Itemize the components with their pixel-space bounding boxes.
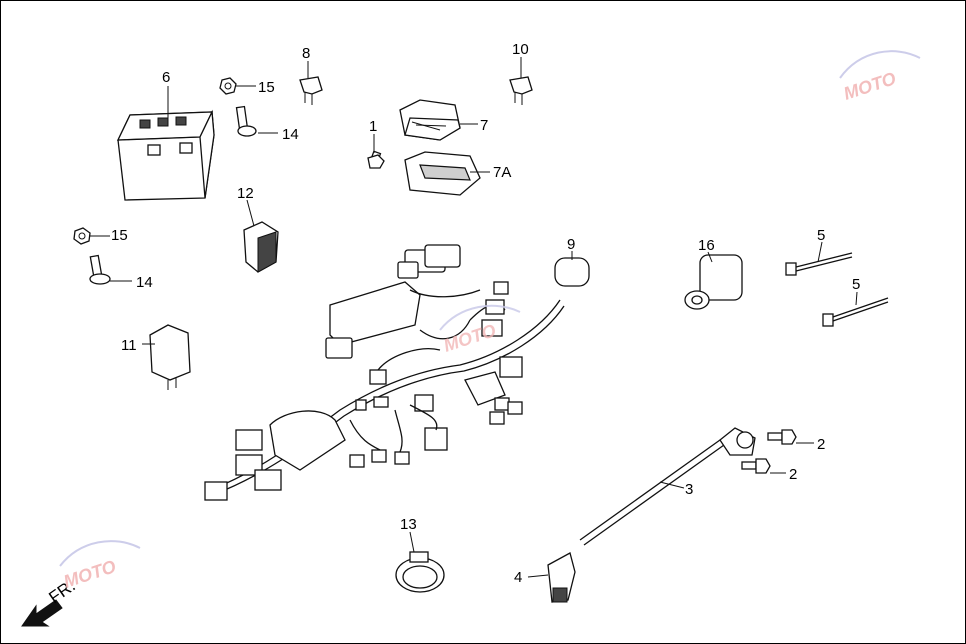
watermark-text-center: MOTO: [441, 320, 498, 356]
battery: [116, 109, 215, 201]
spark-plug-lead-3: [579, 427, 756, 546]
callout-2-upper: 2: [817, 436, 825, 453]
nut-top: [219, 77, 237, 95]
callout-6: 6: [162, 69, 170, 86]
callout-12: 12: [237, 185, 254, 202]
bolt-left: [89, 254, 111, 285]
callout-7a: 7A: [493, 164, 511, 181]
flasher-11: [149, 324, 191, 390]
starter-relay-12: [243, 221, 279, 273]
callout-11: 11: [121, 337, 137, 354]
callout-5-lower: 5: [852, 276, 860, 293]
leader-lines: [89, 57, 858, 578]
callout-2-lower: 2: [789, 466, 797, 483]
bolt-top: [235, 105, 257, 137]
cable-tie-lower: [822, 297, 889, 327]
watermark-text-top-right: MOTO: [841, 68, 898, 104]
callout-14-top: 14: [282, 126, 299, 143]
plug-cap-4: [547, 552, 576, 603]
regulator-7: [399, 99, 461, 141]
callout-7: 7: [480, 117, 488, 134]
relay-8: [299, 76, 323, 105]
cable-tie-upper: [785, 252, 853, 276]
callout-16: 16: [698, 237, 715, 254]
regulator-7a: [404, 151, 481, 196]
watermark-logo-center: MOTO: [439, 304, 521, 356]
watermark-logo-top-right: MOTO: [839, 50, 921, 104]
watermark-logo-bottom-left: MOTO: [59, 540, 141, 592]
hose-clamp-13: [395, 551, 445, 593]
callout-1: 1: [369, 118, 377, 135]
callout-4: 4: [514, 569, 522, 586]
callout-14-left: 14: [136, 274, 153, 291]
callout-5-upper: 5: [817, 227, 825, 244]
bolt-2-upper: [767, 429, 797, 445]
callout-3: 3: [685, 481, 693, 498]
bolt-2-lower: [741, 458, 771, 474]
wiring-harness-9: [204, 244, 590, 501]
callout-10: 10: [512, 41, 529, 58]
callout-15-top: 15: [258, 79, 275, 96]
bolt-1: [367, 150, 385, 169]
relay-10: [509, 76, 533, 105]
callout-9: 9: [567, 236, 575, 253]
callout-8: 8: [302, 45, 310, 62]
callout-15-left: 15: [111, 227, 128, 244]
nut-left: [73, 227, 91, 245]
ignition-coil-16: [684, 254, 743, 310]
callout-13: 13: [400, 516, 417, 533]
watermark-text-bottom-left: MOTO: [61, 556, 118, 592]
